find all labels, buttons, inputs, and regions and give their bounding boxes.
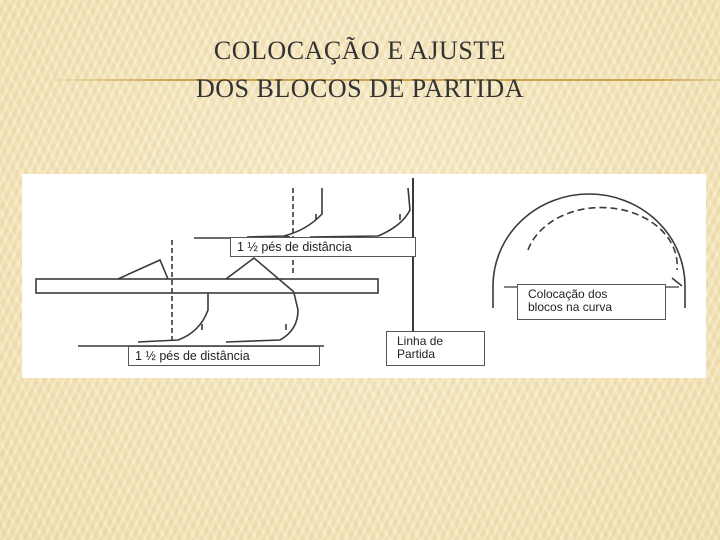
block-rail	[35, 278, 379, 294]
curve-lane-dashed	[527, 206, 679, 271]
curve-marker	[671, 277, 683, 287]
rear-block-pedal	[225, 256, 295, 293]
front-block-pedal	[117, 258, 169, 280]
curve-placement-label: Colocação dos blocos na curva	[517, 284, 666, 320]
curve-label-line-2: blocos na curva	[528, 300, 613, 314]
bottom-feet	[137, 292, 299, 343]
start-line-label-line-1: Linha de	[397, 334, 444, 348]
starting-blocks-diagram: 1 ½ pés de distância 1 ½ pés de distânci…	[22, 174, 706, 378]
slide-title-line-2: DOS BLOCOS DE PARTIDA	[196, 74, 524, 103]
start-line-label: Linha de Partida	[386, 331, 485, 366]
diagram-drawing	[35, 178, 686, 347]
curve-label-line-1: Colocação dos	[528, 287, 608, 301]
curve-lane-outer	[492, 193, 686, 308]
slide-title-line-1: COLOCAÇÃO E AJUSTE	[213, 36, 507, 65]
title-underline	[40, 79, 720, 81]
top-distance-label: 1 ½ pés de distância	[230, 237, 416, 257]
top-feet	[246, 187, 411, 238]
bottom-distance-label: 1 ½ pés de distância	[128, 346, 320, 366]
start-line-label-line-2: Partida	[397, 347, 436, 361]
